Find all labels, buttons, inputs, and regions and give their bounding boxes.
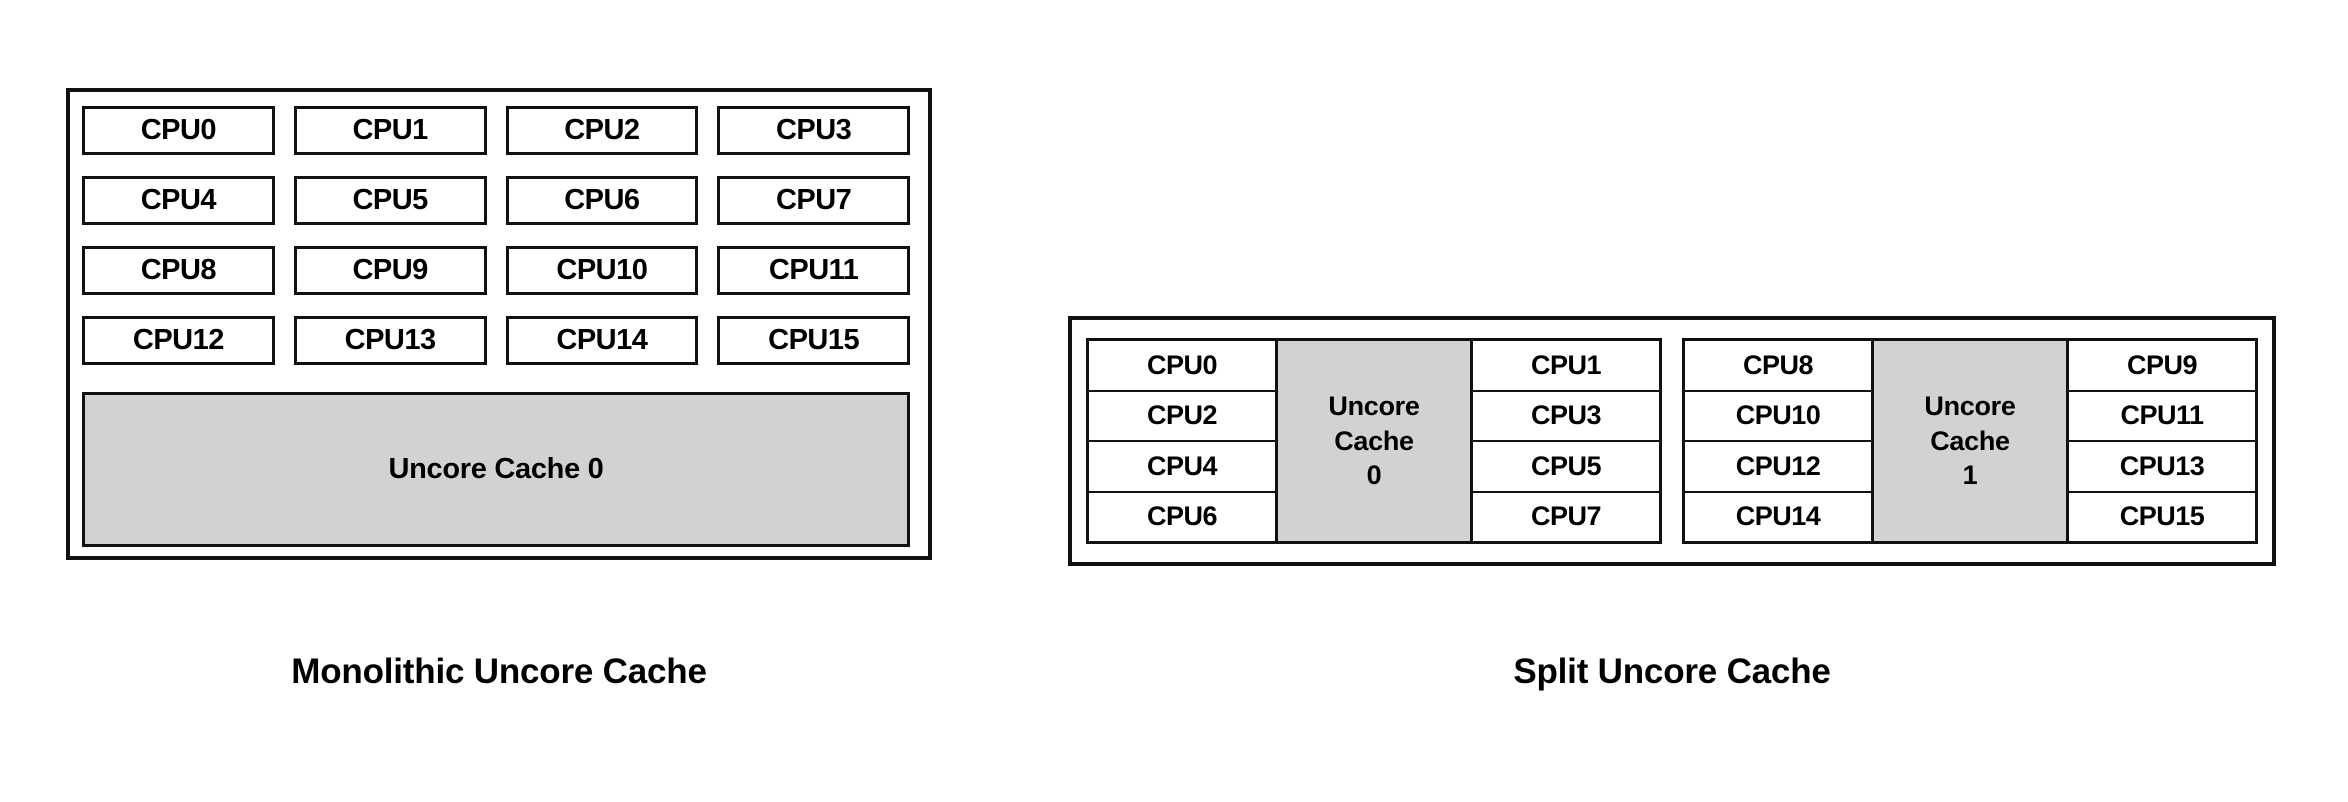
cpu-box: CPU13	[293, 316, 487, 365]
cpu-box: CPU5	[1473, 442, 1659, 493]
cpu-box: CPU3	[717, 106, 910, 155]
monolithic-uncore-cache-block: Uncore Cache 0	[82, 392, 910, 547]
split-group-0-right-column: CPU1 CPU3 CPU5 CPU7	[1470, 341, 1659, 541]
split-group-0-left-column: CPU0 CPU2 CPU4 CPU6	[1089, 341, 1278, 541]
cache-label-line-3: 1	[1962, 460, 1978, 491]
split-group-0: CPU0 CPU2 CPU4 CPU6 Uncore Cache 0 CPU1 …	[1086, 338, 1662, 544]
cpu-box: CPU2	[505, 106, 699, 155]
split-group-1: CPU8 CPU10 CPU12 CPU14 Uncore Cache 1 CP…	[1682, 338, 2258, 544]
cpu-box: CPU5	[293, 176, 487, 225]
cpu-box: CPU0	[82, 106, 275, 155]
cpu-box: CPU11	[717, 246, 910, 295]
cache-label-line-3: 0	[1366, 460, 1382, 491]
split-uncore-cache-block-1: Uncore Cache 1	[1874, 341, 2066, 541]
cpu-box: CPU9	[293, 246, 487, 295]
cpu-box: CPU4	[82, 176, 275, 225]
cpu-box: CPU6	[1089, 492, 1275, 541]
cpu-box: CPU3	[1473, 391, 1659, 442]
cache-label-line-2: Cache	[1930, 425, 2010, 456]
cpu-box: CPU15	[2069, 492, 2255, 541]
cpu-box: CPU0	[1089, 341, 1275, 392]
split-group-1-left-column: CPU8 CPU10 CPU12 CPU14	[1685, 341, 1874, 541]
cpu-box: CPU1	[1473, 341, 1659, 392]
cpu-box: CPU10	[1685, 391, 1871, 442]
monolithic-cpu-grid: CPU0 CPU1 CPU2 CPU3 CPU4 CPU5 CPU6 CPU7 …	[82, 106, 910, 365]
cpu-box: CPU9	[2069, 341, 2255, 392]
cpu-box: CPU12	[1685, 442, 1871, 493]
cpu-box: CPU8	[1685, 341, 1871, 392]
cpu-box: CPU7	[717, 176, 910, 225]
split-uncore-cache-block-0: Uncore Cache 0	[1278, 341, 1470, 541]
split-group-1-right-column: CPU9 CPU11 CPU13 CPU15	[2066, 341, 2255, 541]
cpu-box: CPU8	[82, 246, 275, 295]
cpu-box: CPU6	[505, 176, 699, 225]
cpu-box: CPU2	[1089, 391, 1275, 442]
split-groups-container: CPU0 CPU2 CPU4 CPU6 Uncore Cache 0 CPU1 …	[1086, 338, 2258, 544]
monolithic-diagram-caption: Monolithic Uncore Cache	[291, 652, 707, 691]
split-diagram-caption: Split Uncore Cache	[1513, 652, 1831, 691]
cpu-box: CPU13	[2069, 442, 2255, 493]
cpu-box: CPU15	[717, 316, 910, 365]
cpu-box: CPU14	[1685, 492, 1871, 541]
monolithic-uncore-cache-diagram: CPU0 CPU1 CPU2 CPU3 CPU4 CPU5 CPU6 CPU7 …	[66, 88, 932, 560]
cpu-box: CPU14	[505, 316, 699, 365]
cache-label-line-1: Uncore	[1924, 391, 2016, 422]
cpu-box: CPU1	[293, 106, 487, 155]
cpu-box: CPU11	[2069, 391, 2255, 442]
cache-label-line-1: Uncore	[1328, 391, 1420, 422]
cpu-box: CPU10	[505, 246, 699, 295]
split-uncore-cache-diagram: CPU0 CPU2 CPU4 CPU6 Uncore Cache 0 CPU1 …	[1068, 316, 2276, 566]
cpu-box: CPU12	[82, 316, 275, 365]
cpu-box: CPU7	[1473, 492, 1659, 541]
cache-label-line-2: Cache	[1334, 425, 1414, 456]
cpu-box: CPU4	[1089, 442, 1275, 493]
